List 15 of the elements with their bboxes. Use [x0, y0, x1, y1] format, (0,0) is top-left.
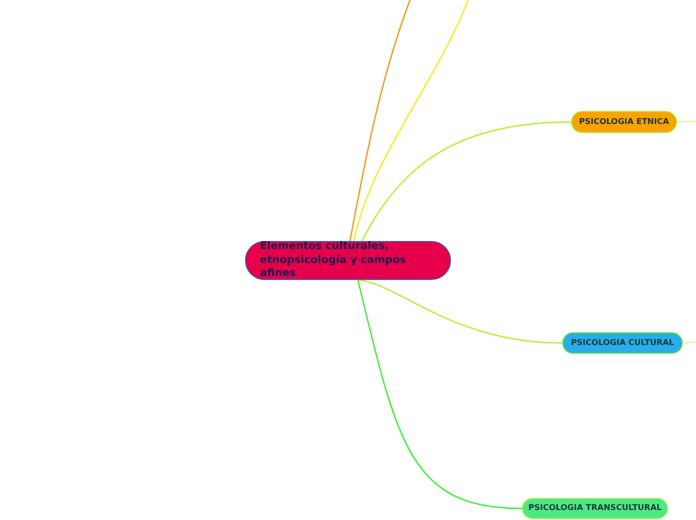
topic-text: Elementos culturales, etnopsicología y campos afines: [260, 240, 408, 281]
topic-pill: [571, 111, 677, 133]
connector-line: [353, 0, 469, 242]
connector-line: [361, 121, 572, 242]
topic-text: PSICOLOGIA TRANSCULTURAL: [528, 503, 662, 514]
topic-text: PSICOLOGIA CULTURAL: [571, 338, 674, 348]
connector-line: [349, 0, 411, 242]
connector-line: [676, 120, 696, 123]
connector-line: [357, 280, 522, 510]
topic-text: PSICOLOGIA ETNICA: [578, 116, 670, 128]
topic-pill: [562, 332, 683, 354]
central-topic: [245, 241, 451, 280]
connector-line: [358, 279, 562, 344]
connector-line: [682, 341, 696, 344]
topic-pill: [522, 498, 668, 519]
